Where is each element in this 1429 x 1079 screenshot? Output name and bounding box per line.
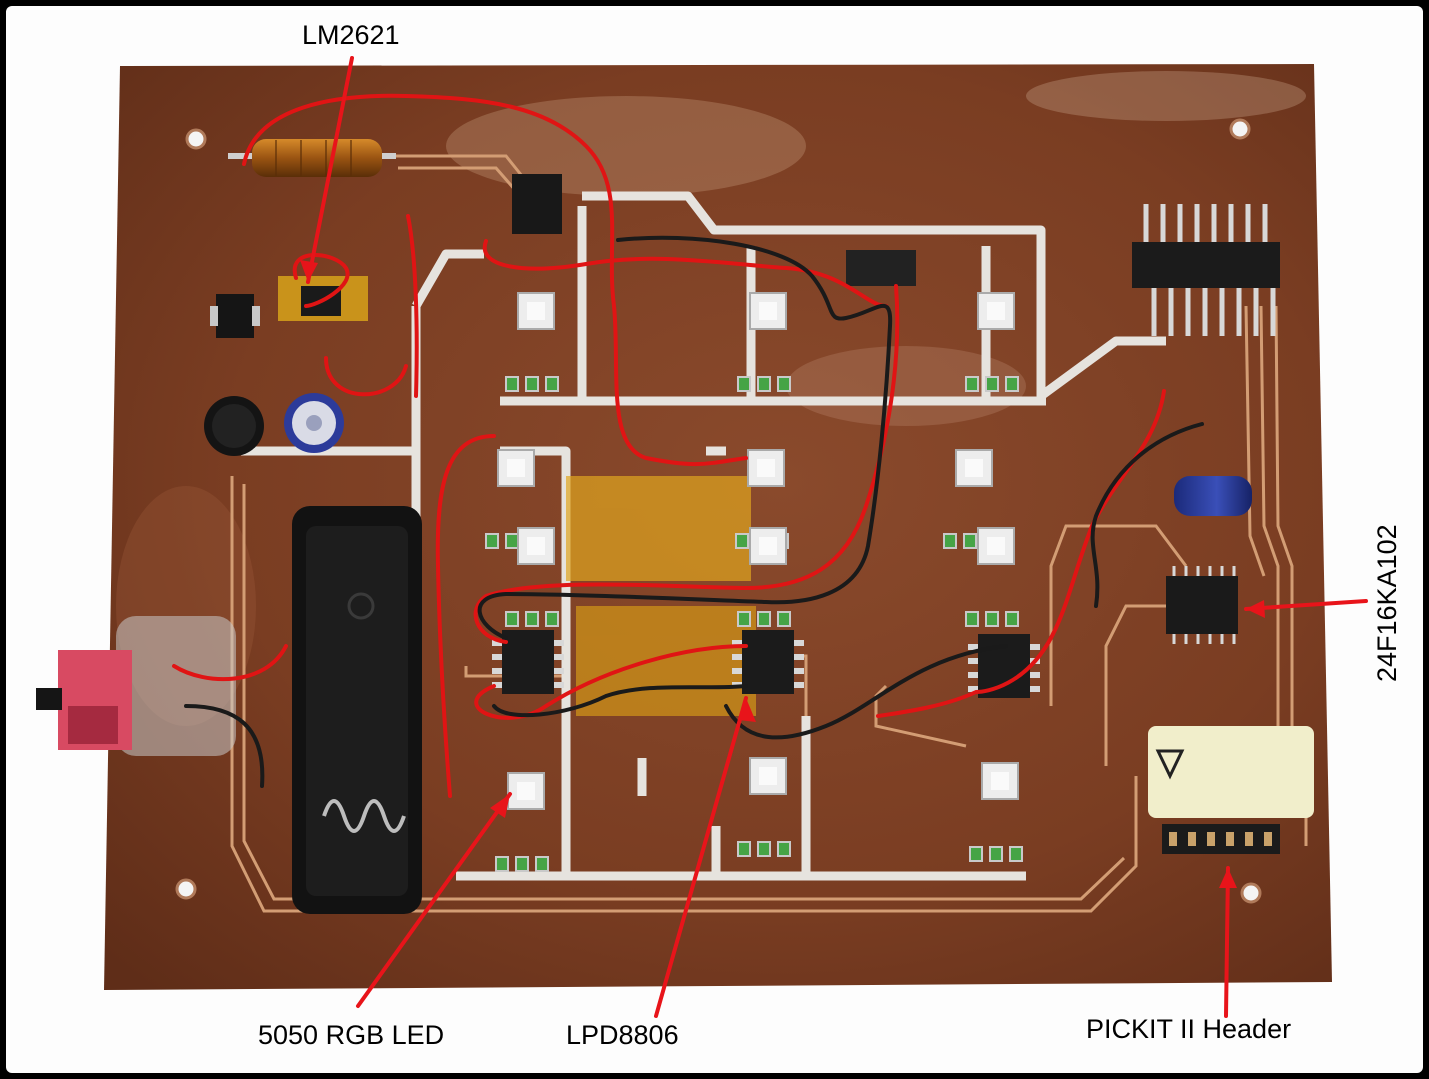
inductor-coil (228, 139, 396, 177)
mounting-holes (175, 118, 1262, 904)
rgb-led (965, 292, 1019, 392)
label-lpd8806: LPD8806 (566, 1020, 679, 1050)
label-rgb-led: 5050 RGB LED (258, 1020, 445, 1050)
rgb-led (965, 527, 1019, 627)
mcu-chip (1166, 566, 1238, 644)
rgb-led (495, 772, 549, 872)
soic-chip-center-top (846, 250, 916, 286)
label-pickit-header: PICKIT II Header (1086, 1014, 1292, 1044)
rgb-led (969, 762, 1023, 862)
label-mcu: 24F16KA102 (1372, 524, 1402, 682)
power-inductor (204, 396, 264, 456)
black-wires (184, 235, 1204, 788)
rgb-leds (485, 292, 1023, 872)
soic-chip-top (512, 174, 562, 234)
pickit-sticker (1148, 726, 1314, 818)
rgb-led (737, 527, 791, 627)
electrolytic-capacitor-large (1174, 476, 1252, 516)
rgb-led (737, 292, 791, 392)
pickit-header-pins (1162, 824, 1280, 854)
rgb-led (505, 527, 559, 627)
electrolytic-capacitor-small (284, 393, 344, 453)
red-wires (172, 93, 1166, 798)
pcb-photo (36, 56, 1368, 1018)
rgb-led (737, 757, 791, 857)
diode-rectifier (210, 294, 260, 338)
lpd8806-drivers (492, 630, 1040, 698)
label-lm2621: LM2621 (302, 20, 400, 50)
rgb-led (505, 292, 559, 392)
annotation-arrows (306, 56, 1368, 1018)
arrowheads (300, 260, 1265, 888)
battery-holder (292, 506, 422, 914)
slide-switch (36, 616, 236, 756)
dip-chip-shift-register (1132, 204, 1280, 336)
photo-frame: LM2621 5050 RGB LED LPD8806 PICKIT II He… (6, 6, 1423, 1073)
lpd8806-chip (492, 630, 564, 694)
